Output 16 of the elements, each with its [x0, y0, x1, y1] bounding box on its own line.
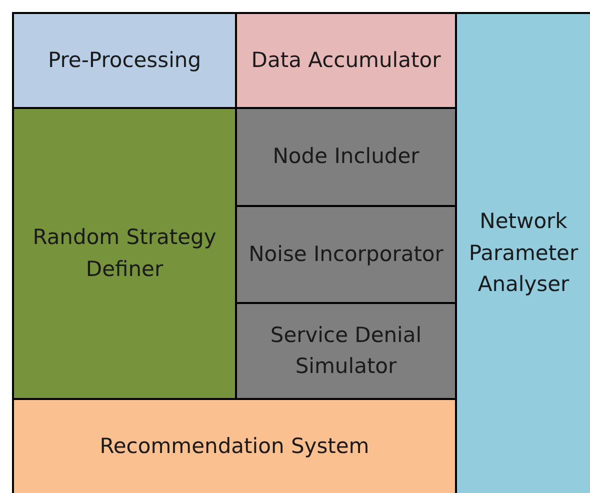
box-label: Node Includer: [272, 143, 420, 170]
box-label: Recommendation System: [98, 432, 370, 460]
process-box: [235, 12, 457, 109]
process-box: [235, 205, 457, 304]
box-label: Data Accumulator: [250, 46, 442, 74]
box-label: Pre-Processing: [46, 46, 202, 74]
process-box: [235, 302, 457, 400]
process-box: [455, 12, 590, 493]
box-label: Network Parameter Analyser: [468, 208, 580, 298]
process-box: [12, 398, 457, 493]
process-box: [12, 12, 237, 109]
process-box: [235, 107, 457, 207]
box-label: Random Strategy Definer: [32, 224, 218, 282]
box-label: Service Denial Simulator: [269, 322, 423, 380]
process-box: [12, 107, 237, 400]
box-label: Noise Incorporator: [248, 240, 444, 268]
